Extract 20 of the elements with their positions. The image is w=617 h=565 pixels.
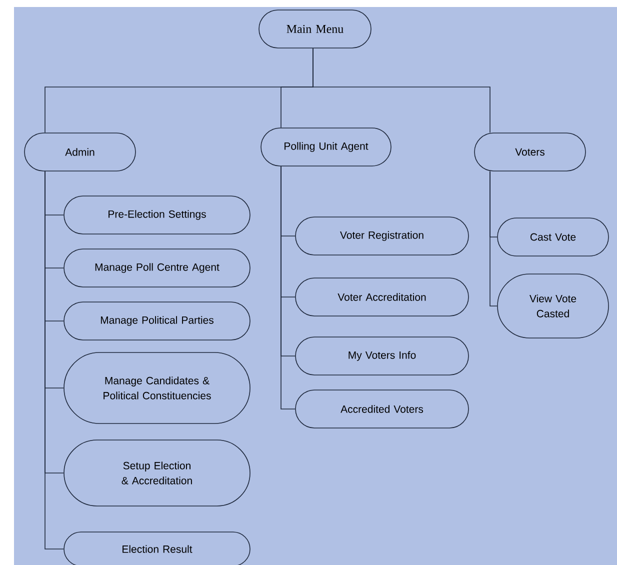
option-box: Manage Poll Centre Agent bbox=[64, 248, 250, 288]
category-box: Admin bbox=[24, 132, 136, 172]
option-box: Cast Vote bbox=[497, 218, 609, 256]
option-box: Pre-Election Settings bbox=[64, 196, 250, 234]
option-box: Accredited Voters bbox=[295, 390, 469, 428]
connector bbox=[312, 48, 490, 133]
option-box: Manage Candidates & Political Constituencies bbox=[64, 352, 250, 424]
menu-box: Main Menu bbox=[258, 10, 372, 48]
connector bbox=[44, 171, 64, 550]
option-box: Manage Political Parties bbox=[64, 302, 250, 340]
category-box: Voters bbox=[474, 132, 586, 172]
option-box: View Vote Casted bbox=[497, 274, 609, 338]
connector bbox=[490, 171, 498, 306]
option-box: Voter Accreditation bbox=[295, 278, 469, 316]
connector bbox=[280, 166, 296, 410]
option-box: My Voters Info bbox=[295, 336, 469, 376]
category-box: Polling Unit Agent bbox=[260, 128, 392, 166]
option-box: Setup Election & Accreditation bbox=[64, 440, 250, 506]
option-box: Election Result bbox=[64, 532, 250, 565]
option-box: Voter Registration bbox=[295, 216, 469, 256]
